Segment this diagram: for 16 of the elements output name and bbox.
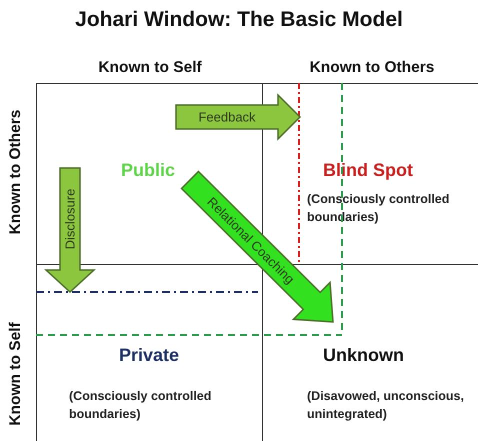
quadrant-note: (Consciously controlled boundaries) [69, 388, 212, 424]
block-arrow [180, 170, 334, 323]
quadrant-title: Unknown [323, 345, 404, 366]
diagram-title: Johari Window: The Basic Model [74, 8, 404, 32]
quadrant-title: Public [121, 160, 176, 181]
edge-label: Feedback [198, 110, 256, 124]
row-header: Known to Others [7, 110, 25, 234]
block-arrow [44, 167, 96, 294]
block-arrow [175, 93, 302, 141]
edge-label: Disclosure [62, 188, 78, 250]
column-header: Known to Self [98, 59, 202, 77]
quadrant-title: Blind Spot [323, 160, 413, 181]
row-header: Known to Self [7, 322, 25, 426]
quadrant-title: Private [119, 345, 180, 366]
quadrant-note: (Disavowed, unconscious, unintegrated) [307, 388, 465, 424]
column-header: Known to Others [310, 59, 434, 77]
